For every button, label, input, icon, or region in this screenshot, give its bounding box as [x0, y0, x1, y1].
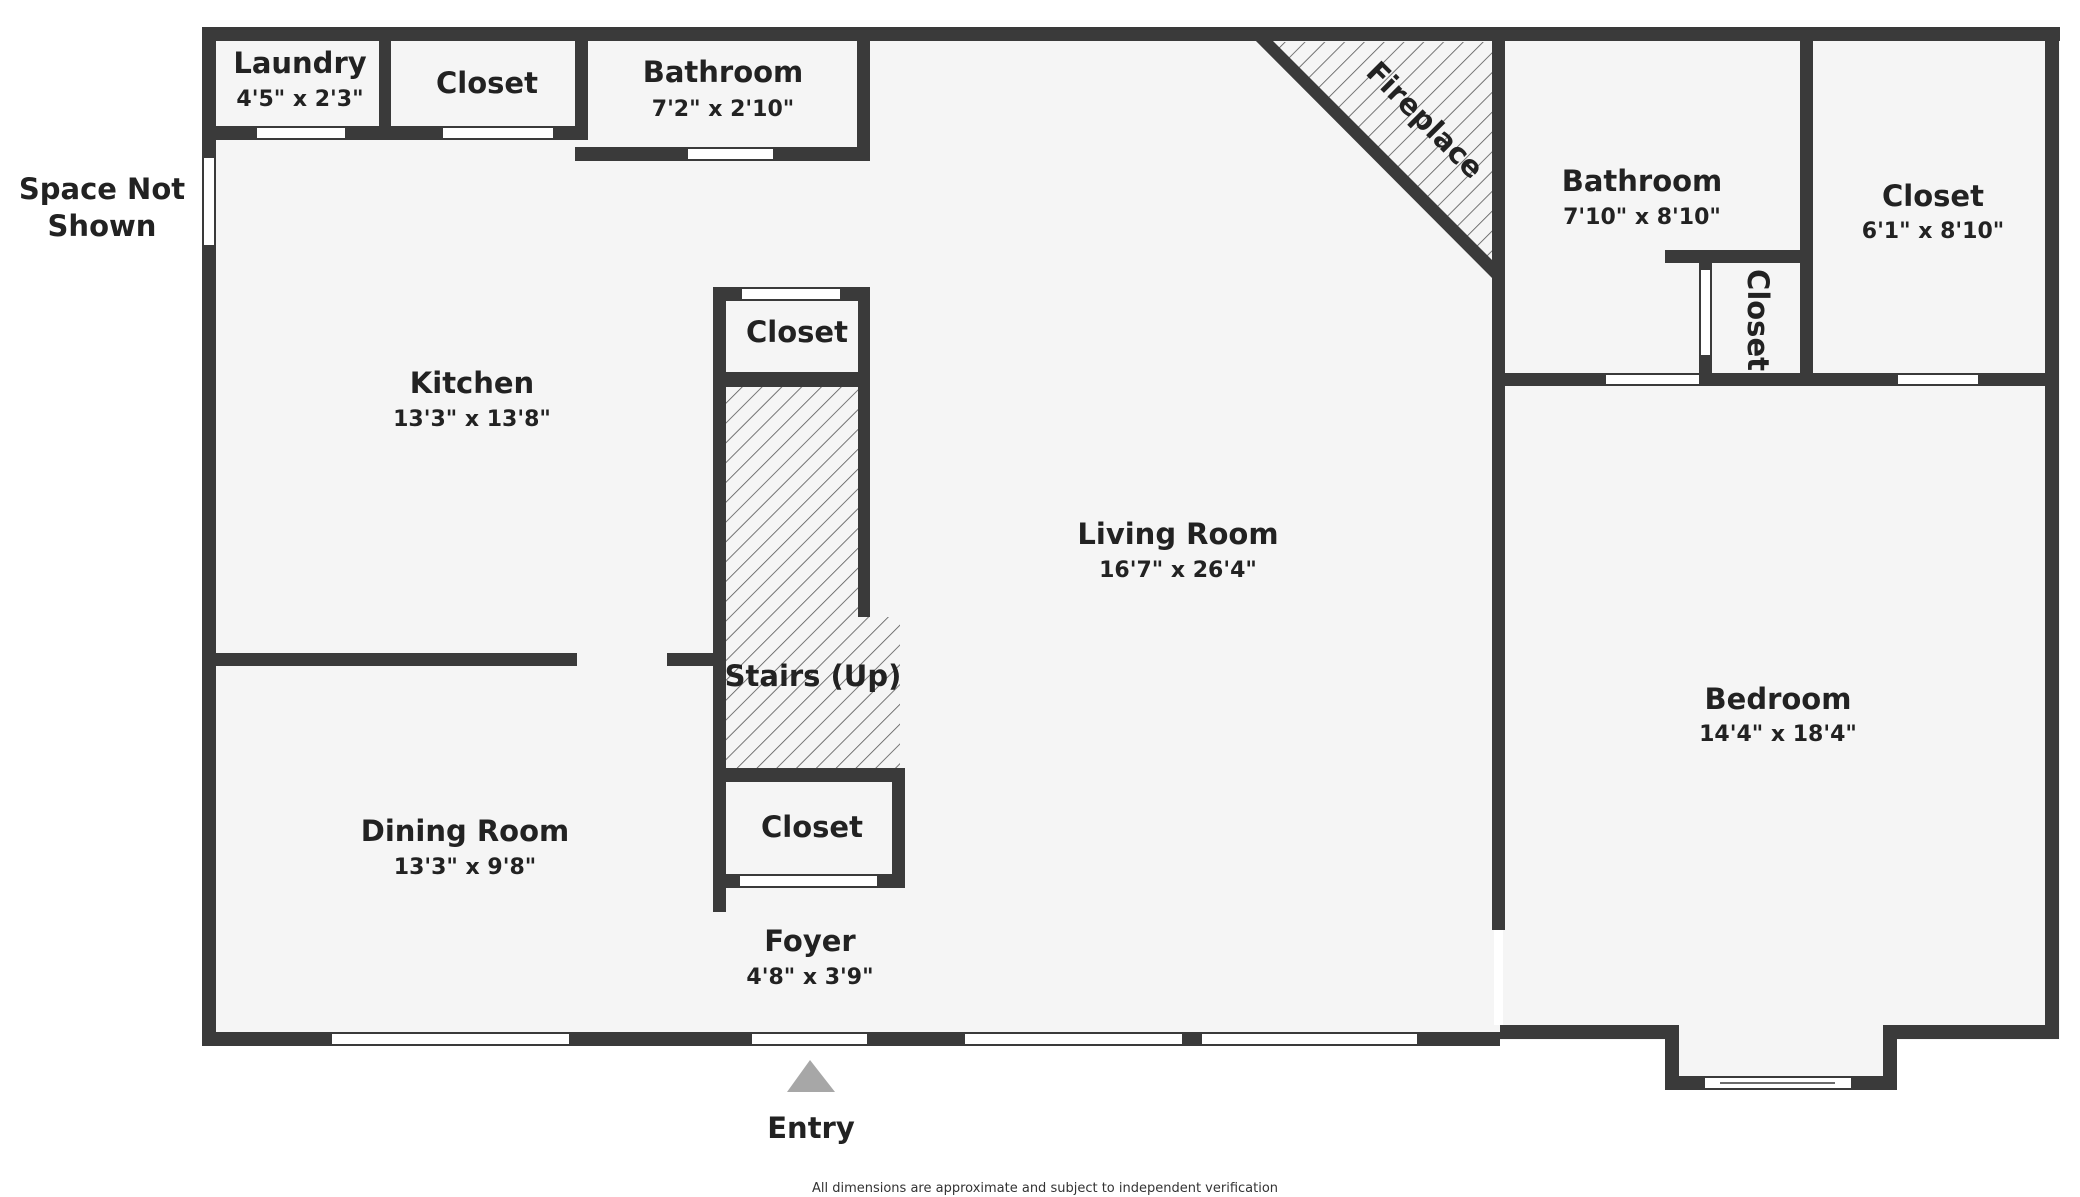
- space-not-shown-label-2: Shown: [48, 209, 157, 243]
- living-room-dims: 16'7" x 26'4": [1099, 558, 1257, 583]
- closet-lower-label: Closet: [761, 810, 863, 844]
- bathroom-right-label: Bathroom: [1562, 164, 1723, 198]
- dining-room-dims: 13'3" x 9'8": [394, 855, 536, 880]
- foyer-label: Foyer: [764, 924, 856, 958]
- kitchen-label: Kitchen: [410, 366, 534, 400]
- bedroom-label: Bedroom: [1705, 682, 1852, 716]
- bathroom-top-dims: 7'2" x 2'10": [652, 97, 794, 122]
- entry-label: Entry: [767, 1111, 855, 1145]
- laundry-dims: 4'5" x 2'3": [236, 87, 363, 112]
- closet-right-label: Closet: [1882, 179, 1984, 213]
- bedroom-dims: 14'4" x 18'4": [1699, 722, 1857, 747]
- entry-arrow-icon: [787, 1060, 835, 1092]
- closet-right-dims: 6'1" x 8'10": [1862, 219, 2004, 244]
- stairs-label: Stairs (Up): [725, 659, 902, 693]
- closet-top-label: Closet: [436, 66, 538, 100]
- stairs-hatch: [726, 387, 900, 772]
- living-room-label: Living Room: [1077, 517, 1278, 551]
- kitchen-dims: 13'3" x 13'8": [393, 407, 551, 432]
- window-openings: [204, 128, 1978, 1088]
- closet-vertical-label: Closet: [1741, 269, 1775, 371]
- bathroom-top-label: Bathroom: [643, 55, 804, 89]
- space-not-shown-label: Space Not: [19, 172, 185, 206]
- foyer-dims: 4'8" x 3'9": [746, 965, 873, 990]
- closet-center-label: Closet: [746, 315, 848, 349]
- laundry-label: Laundry: [233, 46, 366, 80]
- bathroom-right-dims: 7'10" x 8'10": [1563, 205, 1721, 230]
- disclaimer-text: All dimensions are approximate and subje…: [812, 1181, 1278, 1196]
- floor-fill: [205, 30, 2060, 1080]
- dining-room-label: Dining Room: [361, 814, 570, 848]
